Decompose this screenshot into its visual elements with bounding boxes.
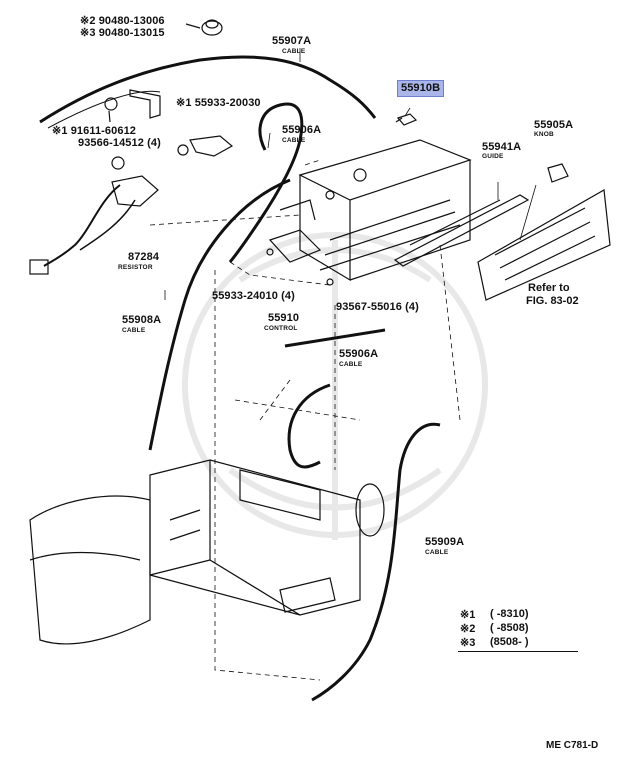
bolt-part xyxy=(104,97,118,111)
control-assembly xyxy=(266,139,472,286)
guide-part xyxy=(393,194,530,267)
part-number-55909A: 55909A xyxy=(425,536,465,548)
heater-unit xyxy=(149,459,385,616)
part-number-55906A-lower: 55906A xyxy=(339,348,379,360)
part-desc-55905A: KNOB xyxy=(534,131,554,138)
refer-fig-link[interactable]: FIG. 83-02 xyxy=(526,295,579,307)
part-desc-55908A: CABLE xyxy=(122,327,146,334)
part-55910B xyxy=(395,113,418,126)
cable-55907A-lower xyxy=(47,90,161,129)
legend-underline xyxy=(458,651,578,652)
connector-part xyxy=(29,259,49,275)
part-number-87284: 87284 xyxy=(128,251,160,263)
legend-key: ※1 xyxy=(460,609,476,621)
part-number-55910: 55910 xyxy=(268,312,300,324)
part-number-55941A: 55941A xyxy=(482,141,522,153)
diagram-code: ME C781-D xyxy=(546,740,599,751)
legend-value: ( -8508) xyxy=(490,622,529,634)
legend-row: ※2 ( -8508) xyxy=(460,622,580,636)
resistor-part xyxy=(111,175,159,207)
part-number-91611-60612: ※1 91611-60612 xyxy=(52,125,137,137)
refer-panel xyxy=(477,189,611,301)
part-desc-55906A-upper: CABLE xyxy=(282,137,306,144)
bracket-part xyxy=(129,89,161,119)
part-number-55908A: 55908A xyxy=(122,314,162,326)
legend-key: ※2 xyxy=(460,623,476,635)
part-number-90480-13015: ※3 90480-13015 xyxy=(80,27,165,39)
legend-value: ( -8310) xyxy=(490,608,529,620)
part-number-55906A-upper: 55906A xyxy=(282,124,322,136)
part-number-90480-13006: ※2 90480-13006 xyxy=(80,15,165,27)
legend-key: ※3 xyxy=(460,637,476,649)
part-number-55907A: 55907A xyxy=(272,35,312,47)
part-number-55910B-highlighted[interactable]: 55910B xyxy=(397,80,445,97)
legend-row: ※3 (8508- ) xyxy=(460,636,580,650)
duct-part xyxy=(29,495,151,645)
refer-to-label: Refer to xyxy=(528,282,570,294)
part-number-55933-20030: ※1 55933-20030 xyxy=(176,97,261,109)
serial-legend: ※1 ( -8310) ※2 ( -8508) ※3 (8508- ) xyxy=(460,608,580,650)
part-desc-87284: RESISTOR xyxy=(118,264,153,271)
part-desc-55907A: CABLE xyxy=(282,48,306,55)
clip-part xyxy=(189,135,234,157)
part-number-55933-24010: 55933-24010 (4) xyxy=(212,290,295,302)
cable-55910 xyxy=(284,328,386,348)
part-number-93567-55016: 93567-55016 (4) xyxy=(336,301,419,313)
grommet-part xyxy=(185,19,223,36)
cable-55908A xyxy=(148,178,291,451)
cable-55906A-upper xyxy=(228,102,304,263)
part-desc-55906A-lower: CABLE xyxy=(339,361,363,368)
cable-55906A-lower xyxy=(287,383,331,469)
part-desc-55910: CONTROL xyxy=(264,325,298,332)
part-number-55905A: 55905A xyxy=(534,119,574,131)
part-number-93566-14512: 93566-14512 (4) xyxy=(78,137,161,149)
cable-55907A xyxy=(39,55,377,124)
harness-wire xyxy=(43,184,121,267)
part-desc-55909A: CABLE xyxy=(425,549,449,556)
legend-row: ※1 ( -8310) xyxy=(460,608,580,622)
part-desc-55941A: GUIDE xyxy=(482,153,504,160)
cable-55909A xyxy=(311,422,441,702)
legend-value: (8508- ) xyxy=(490,636,529,648)
knob-part xyxy=(547,163,569,183)
